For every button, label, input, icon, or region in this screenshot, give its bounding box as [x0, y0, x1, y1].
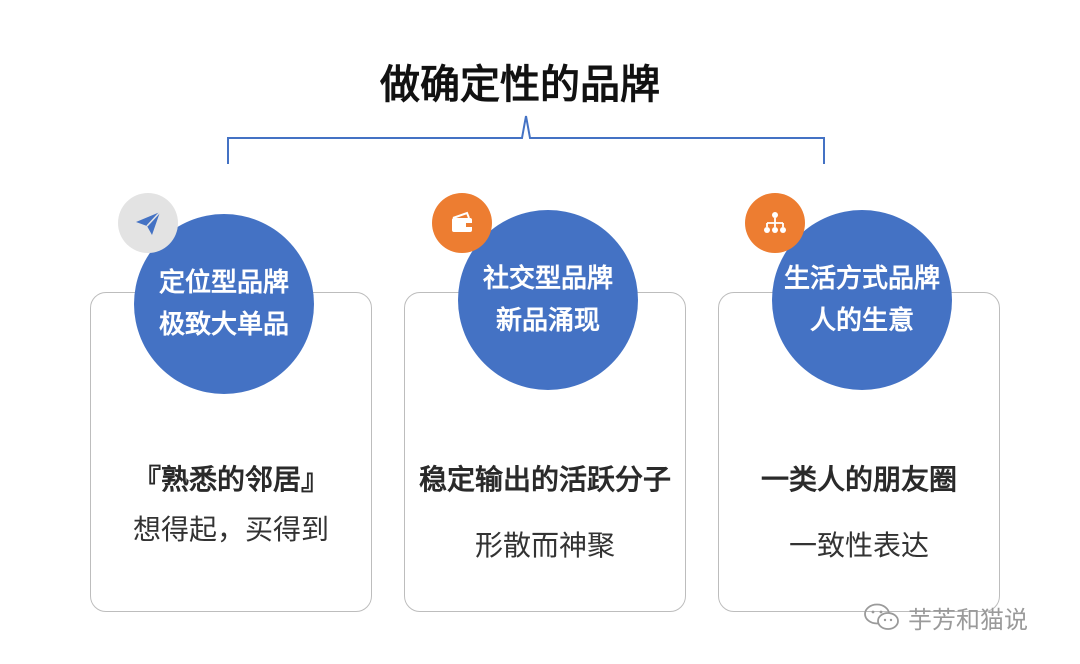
- hierarchy-icon: [745, 193, 805, 253]
- card-sub-text: 想得起，买得到: [132, 513, 329, 546]
- wechat-icon: [864, 603, 899, 630]
- card-main-text: 一类人的朋友圈: [760, 463, 957, 496]
- circle-label: 人的生意: [809, 306, 914, 336]
- circle-label: 生活方式品牌: [783, 264, 940, 294]
- watermark-text: 芋芳和猫说: [908, 605, 1028, 634]
- watermark: 芋芳和猫说: [862, 600, 1062, 634]
- circle-label: 定位型品牌: [158, 268, 289, 298]
- circle-label: 极致大单品: [158, 310, 289, 340]
- circle-social-brand: 社交型品牌 新品涌现: [458, 210, 638, 390]
- circle-label: 新品涌现: [495, 306, 600, 336]
- card-main-text: 稳定输出的活跃分子: [418, 463, 671, 496]
- paper-plane-icon: [118, 193, 178, 253]
- brace-connector: [227, 115, 825, 164]
- circle-positioning-brand: 定位型品牌 极致大单品: [134, 214, 314, 394]
- diagram-title: 做确定性的品牌: [380, 62, 660, 108]
- circle-label: 社交型品牌: [482, 264, 613, 294]
- card-main-text: 『熟悉的邻居』: [132, 463, 329, 496]
- card-sub-text: 形散而神聚: [474, 529, 615, 562]
- circle-lifestyle-brand: 生活方式品牌 人的生意: [772, 210, 952, 390]
- wallet-icon: [432, 193, 492, 253]
- card-sub-text: 一致性表达: [788, 529, 929, 562]
